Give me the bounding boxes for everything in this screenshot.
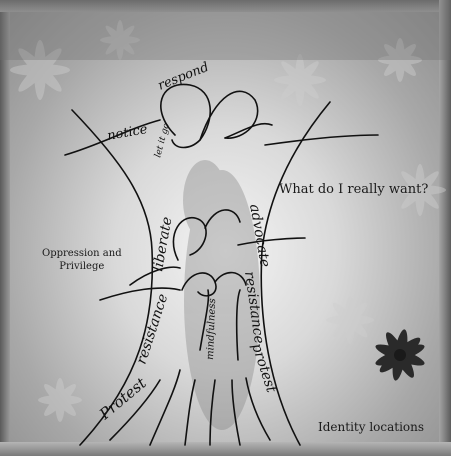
hand-liberate: liberate bbox=[150, 216, 175, 273]
label-what-do-i-really-want: What do I really want? bbox=[279, 182, 428, 197]
hand-notice: notice bbox=[106, 122, 149, 144]
hand-let-it-go: let it go bbox=[153, 122, 172, 159]
label-identity-locations: Identity locations bbox=[318, 420, 424, 434]
hand-respond: respond bbox=[156, 60, 211, 94]
hand-resistance-left: resistance bbox=[134, 292, 172, 366]
hand-mindfulness: mindfulness bbox=[205, 298, 218, 360]
label-oppression-and-privilege: Oppression and Privilege bbox=[42, 247, 122, 273]
hand-protest-left: Protest bbox=[95, 373, 150, 423]
flower-icon bbox=[374, 328, 427, 381]
